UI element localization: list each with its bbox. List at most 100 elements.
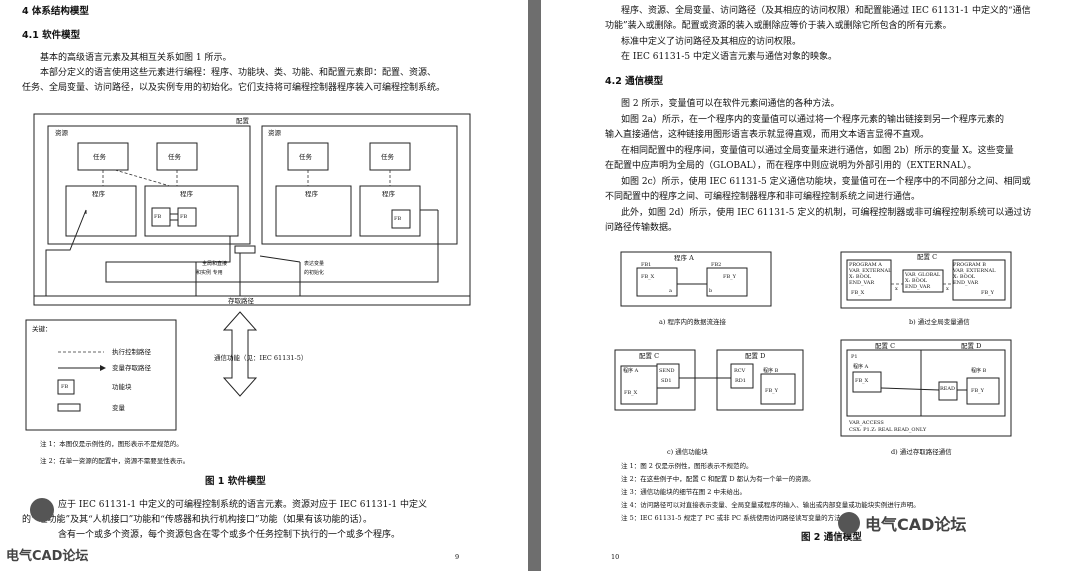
fig1-task-label: 任务 <box>381 153 394 161</box>
paragraph: 应于 IEC 61131-1 中定义的可编程控制系统的语言元素。资源对应于 IE… <box>58 500 427 510</box>
fig1-resource-label: 资源 <box>268 129 281 137</box>
fig2b-text: VAR_EXTERNAL <box>953 268 996 274</box>
fig2b-text: X: BOOL <box>953 274 976 280</box>
note: 注 2：在单一资源的配置中，资源不需要显性表示。 <box>40 457 190 465</box>
fig2a-fbx: FB_X <box>641 274 655 280</box>
fig2b-text: VAR_GLOBAL <box>905 272 941 278</box>
fig2c-program-a: 程序 A <box>623 368 639 374</box>
fig2b-text: X: BOOL <box>905 278 928 284</box>
fig2b-fbx: FB_X <box>851 290 865 296</box>
fig2b-text: X: BOOL <box>849 274 872 280</box>
paragraph: 标准中定义了访问路径及其相应的访问权限。 <box>621 37 802 47</box>
fig2b-text: END_VAR <box>953 280 979 286</box>
fig2d-var-access: VAR_ACCESS <box>849 420 884 426</box>
fig2c-config-c: 配置 C <box>639 352 660 360</box>
section-4-2-heading: 4.2 通信模型 <box>605 76 664 87</box>
paragraph: 输入直接通信，这种链接用图形语言表示就显得直观，而用文本语言显得不直观。 <box>605 130 930 140</box>
fig1-config-label: 配置 <box>236 117 249 125</box>
fig2b-x: x <box>895 286 898 292</box>
fig2c-fbx: FB_X <box>624 390 638 396</box>
note: 注 5：IEC 61131-5 规定了 PC 或非 PC 系统使用访问路径读写变… <box>621 514 848 522</box>
fig2b-text: END_VAR <box>905 284 931 290</box>
fig2c-send: SEND <box>659 368 675 374</box>
fig1-fb-label: FB <box>394 216 402 222</box>
fig2d-csx: CSX: P1.Z: REAL READ_ONLY <box>849 427 927 433</box>
watermark-logo-icon <box>838 512 860 534</box>
watermark-logo-icon <box>30 498 54 522</box>
section-4-1-heading: 4.1 软件模型 <box>22 30 81 41</box>
note: 注 2：在这些例子中，配置 C 和配置 D 都认为有一个单一的资源。 <box>621 475 815 483</box>
fig2d-p1: P1 <box>851 354 858 360</box>
fig1-program-label: 程序 <box>180 190 193 198</box>
fig2c-fby: FB_Y <box>765 388 778 394</box>
fig1-varinit-label: 的初始化 <box>304 270 325 276</box>
fig1-program-label: 程序 <box>382 190 395 198</box>
fig2c-caption: c) 通信功能块 <box>667 448 708 456</box>
page-number: 10 <box>611 553 620 561</box>
paragraph: 程序、资源、全局变量、访问路径（及其相应的访问权限）和配置能通过 IEC 611… <box>621 6 1031 16</box>
key-exec-path: 执行控制路径 <box>112 348 151 356</box>
fig2b-caption: b) 通过全局变量通信 <box>909 318 970 326</box>
paragraph: 在 IEC 61131-5 中定义语言元素与通信对象的映象。 <box>621 52 837 62</box>
fig2a-fb2: FB2 <box>711 262 722 268</box>
fig2b-x: x <box>946 286 949 292</box>
fig2c-sd1: SD1 <box>661 378 672 384</box>
paragraph: 如图 2a）所示，在一个程序内的变量值可以通过将一个程序元素的输出链接到另一个程… <box>621 115 1004 125</box>
fig1-resource-label: 资源 <box>55 129 68 137</box>
fig1-fb-label: FB <box>154 214 162 220</box>
paragraph: 在相同配置中的程序间，变量值可以通过全局变量来进行通信，如图 2b）所示的变量 … <box>621 146 1014 156</box>
fig1-access-path-label: 存取路径 <box>228 297 254 305</box>
figure-2-caption: 图 2 通信模型 <box>801 532 862 543</box>
figure-1-diagram <box>25 113 471 431</box>
paragraph: 的“ 理功能”及其“人机接口”功能和“传感器和执行机构接口”功能（如果有该功能的… <box>22 515 372 525</box>
fig2d-caption: d) 通过存取路径通信 <box>891 448 952 456</box>
key-function-block: 功能块 <box>112 383 132 391</box>
fig1-task-label: 任务 <box>168 153 181 161</box>
fig1-program-label: 程序 <box>305 190 318 198</box>
fig2b-title: 配置 C <box>917 253 938 261</box>
fig2d-fby: FB_Y <box>971 388 984 394</box>
fig2a-a: a <box>669 288 672 294</box>
section-4-heading: 4 体系结构模型 <box>22 6 89 17</box>
paragraph: 功能”装入或删除。配置或资源的装入或删除应等价于装入或删除它所包含的所有元素。 <box>605 21 952 31</box>
fig2b-text: END_VAR <box>849 280 875 286</box>
fig1-varaccess-label: 表达变量 <box>304 261 325 267</box>
fig1-globalvar-label: 全局和直接 <box>202 261 228 267</box>
paragraph: 图 2 所示，变量值可以在软件元素间通信的各种方法。 <box>621 99 840 109</box>
page-9: 4 体系结构模型 4.1 软件模型 基本的高级语言元素及其相互关系如图 1 所示… <box>0 0 528 571</box>
figure-2-diagram <box>614 251 1012 437</box>
note: 注 3：通信功能块的细节在图 2 中未给出。 <box>621 488 746 496</box>
paragraph: 此外，如图 2d）所示，使用 IEC 61131-5 定义的机制，可编程控制器或… <box>621 208 1032 218</box>
fig1-task-label: 任务 <box>93 153 106 161</box>
fig2d-program-b: 程序 B <box>971 368 987 374</box>
fig2c-program-b: 程序 B <box>763 368 779 374</box>
paragraph: 含有一个或多个资源，每个资源包含在零个或多个任务控制下执行的一个或多个程序。 <box>58 530 401 540</box>
paragraph: 不同配置中的程序之间、可编程控制器程序和非可编程控制系统之间进行通信。 <box>605 192 921 202</box>
fig2d-config-d: 配置 D <box>961 342 982 350</box>
note: 注 1：图 2 仅是示例性，图形表示不规范的。 <box>621 462 753 470</box>
key-variable: 变量 <box>112 404 125 412</box>
fig2a-fb1: FB1 <box>641 262 652 268</box>
fig1-task-label: 任务 <box>299 153 312 161</box>
fig2c-rcv: RCV <box>734 368 746 374</box>
fig2a-fby: FB_Y <box>723 274 736 280</box>
fig2c-rd1: RD1 <box>735 378 746 384</box>
fig2d-read: READ <box>940 386 956 392</box>
paragraph: 如图 2c）所示，使用 IEC 61131-5 定义通信功能块，变量值可在一个程… <box>621 177 1031 187</box>
fig2d-fbx: FB_X <box>855 378 869 384</box>
fig2d-program-a: 程序 A <box>853 364 869 370</box>
fig1-program-label: 程序 <box>92 190 105 198</box>
fig2a-title: 程序 A <box>674 254 694 262</box>
figure-1-caption: 图 1 软件模型 <box>205 476 266 487</box>
fig1-fb-label: FB <box>180 214 188 220</box>
fig2a-b: b <box>709 288 713 294</box>
fig2c-config-d: 配置 D <box>745 352 766 360</box>
fig2b-text: PROGRAM A <box>849 262 882 268</box>
fig2b-text: PROGRAM B <box>953 262 986 268</box>
watermark-text: 电气CAD论坛 <box>865 515 967 534</box>
key-fb-symbol: FB <box>61 384 69 390</box>
page-number: 9 <box>455 553 460 561</box>
page-10: 程序、资源、全局变量、访问路径（及其相应的访问权限）和配置能通过 IEC 611… <box>541 0 1080 571</box>
fig1-instvar-label: 和实例 专用 <box>196 270 223 276</box>
watermark-text: 电气CAD论坛 <box>6 549 89 564</box>
